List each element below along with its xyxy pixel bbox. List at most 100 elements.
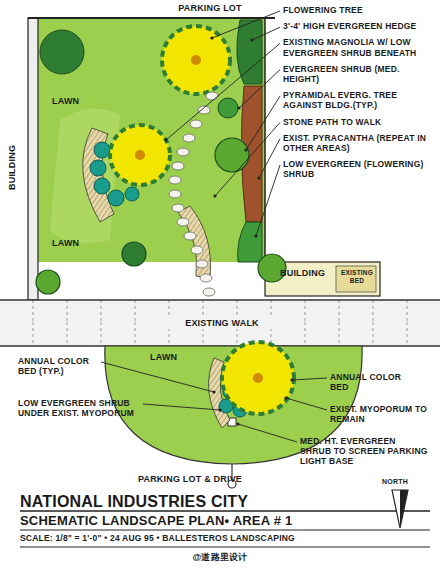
building-label: BUILDING	[280, 268, 325, 279]
lawn-label: LAWN	[150, 352, 177, 363]
leader-dot	[218, 408, 221, 411]
plan-stroke	[83, 128, 114, 222]
leader-line	[239, 70, 280, 108]
stone-path	[169, 92, 218, 296]
leader-line	[238, 424, 297, 442]
leader-dot	[213, 194, 216, 197]
leader-dot	[210, 36, 213, 39]
plan-stroke	[191, 55, 201, 65]
plan-stroke	[215, 138, 249, 172]
leader-dot	[250, 38, 253, 41]
leader-line	[259, 139, 280, 178]
plant-callout: LOW EVERGREEN (FLOWERING) SHRUB	[283, 159, 435, 179]
north-arrow	[392, 490, 408, 528]
plant-callout: EVERGREEN SHRUB (MED. HEIGHT)	[283, 64, 435, 84]
north-label: NORTH	[375, 478, 415, 486]
upper-lawn	[38, 18, 265, 262]
stepping-stone	[196, 260, 208, 268]
leader-dot	[212, 390, 215, 393]
lawn-label: LAWN	[52, 96, 79, 107]
trees	[36, 26, 294, 414]
plant-callout: 3'-4' HIGH EVERGREEN HEDGE	[283, 21, 435, 31]
plan-stroke	[20, 529, 430, 530]
stepping-stone	[177, 148, 189, 156]
leader-dot	[244, 148, 247, 151]
plan-stroke	[90, 160, 106, 176]
stepping-stone	[198, 106, 210, 114]
plan-stroke	[222, 342, 294, 414]
stepping-stone	[183, 134, 195, 142]
site-label: PARKING LOT & DRIVE	[120, 474, 260, 485]
leader-line	[252, 27, 280, 40]
stepping-stone	[203, 288, 215, 296]
leader-line	[143, 404, 220, 410]
leader-dot	[257, 176, 260, 179]
plan-stroke	[20, 510, 430, 512]
plant-callout: MED. HT. EVERGREEN SHRUB TO SCREEN PARKI…	[300, 436, 428, 467]
bed-label: EXISTING BED	[336, 269, 378, 285]
plant-callout: ANNUAL COLOR BED	[330, 372, 410, 392]
walk-label: EXISTING WALK	[165, 318, 279, 329]
plan-subtitle: SCHEMATIC LANDSCAPE PLAN• AREA # 1	[20, 513, 390, 529]
plan-stroke	[20, 546, 430, 547]
leader-line	[212, 11, 280, 38]
leader-dot	[237, 106, 240, 109]
stepping-stone	[206, 92, 218, 100]
leader-line	[286, 398, 327, 410]
site-label: PARKING LOT	[150, 3, 270, 14]
building-walls	[28, 18, 380, 300]
plan-stroke	[0, 299, 440, 301]
plant-callout: EXIST. MYOPORUM TO REMAIN	[330, 404, 430, 424]
existing-walk	[0, 300, 440, 346]
plan-stroke	[125, 187, 139, 201]
leader-line	[215, 123, 280, 197]
leader-line	[256, 165, 280, 236]
plant-callout: PYRAMIDAL EVERG. TREE AGAINST BLDG.(TYP.…	[283, 90, 435, 110]
plan-stroke	[162, 26, 230, 94]
plant-callout: LOW EVERGREEN SHRUB UNDER EXIST. MYOPORU…	[18, 398, 140, 418]
plant-callout: ANNUAL COLOR BED (TYP.)	[18, 356, 98, 376]
building-label: BUILDING	[7, 145, 18, 190]
scale-note: SCALE: 1/8" = 1'-0" • 24 AUG 95 • BALLES…	[20, 533, 430, 543]
plan-stroke	[122, 242, 146, 266]
plan-stroke	[40, 30, 84, 74]
lawn-label: LAWN	[52, 238, 79, 249]
stepping-stone	[169, 176, 181, 184]
leader-dot	[236, 422, 239, 425]
stepping-stone	[172, 204, 184, 212]
watermark: @道路里设计	[150, 552, 290, 563]
stepping-stone	[172, 162, 184, 170]
title-rules	[20, 511, 430, 547]
plan-stroke	[392, 490, 408, 528]
stepping-stone	[177, 218, 189, 226]
plan-stroke	[28, 18, 38, 300]
leader-line	[166, 43, 280, 140]
plan-stroke	[108, 190, 124, 206]
leader-line	[292, 378, 327, 380]
stepping-stone	[191, 246, 203, 254]
plan-stroke	[38, 18, 265, 262]
plan-stroke	[110, 125, 170, 185]
plan-stroke	[94, 178, 110, 194]
plant-callout: EXISTING MAGNOLIA W/ LOW EVERGREEN SHRUB…	[283, 37, 435, 57]
plan-stroke	[218, 98, 238, 118]
plant-callout: STONE PATH TO WALK	[283, 117, 435, 127]
plan-stroke	[36, 270, 60, 294]
plan-stroke	[135, 150, 145, 160]
plan-stroke	[178, 206, 211, 278]
stepping-stone	[200, 274, 212, 282]
leader-dot	[284, 396, 287, 399]
plant-callout: FLOWERING TREE	[283, 5, 435, 15]
leader-dot	[254, 234, 257, 237]
stepping-stone	[190, 120, 202, 128]
plan-stroke	[0, 300, 440, 346]
plan-stroke	[400, 490, 408, 528]
leader-dot	[164, 138, 167, 141]
plan-stroke	[237, 20, 262, 84]
plan-stroke	[28, 17, 275, 19]
plan-stroke	[94, 142, 110, 158]
plan-stroke	[50, 109, 120, 244]
leader-dot	[290, 378, 293, 381]
leader-line	[101, 362, 214, 392]
plant-callout: EXIST. PYRACANTHA (REPEAT IN OTHER AREAS…	[283, 133, 435, 153]
